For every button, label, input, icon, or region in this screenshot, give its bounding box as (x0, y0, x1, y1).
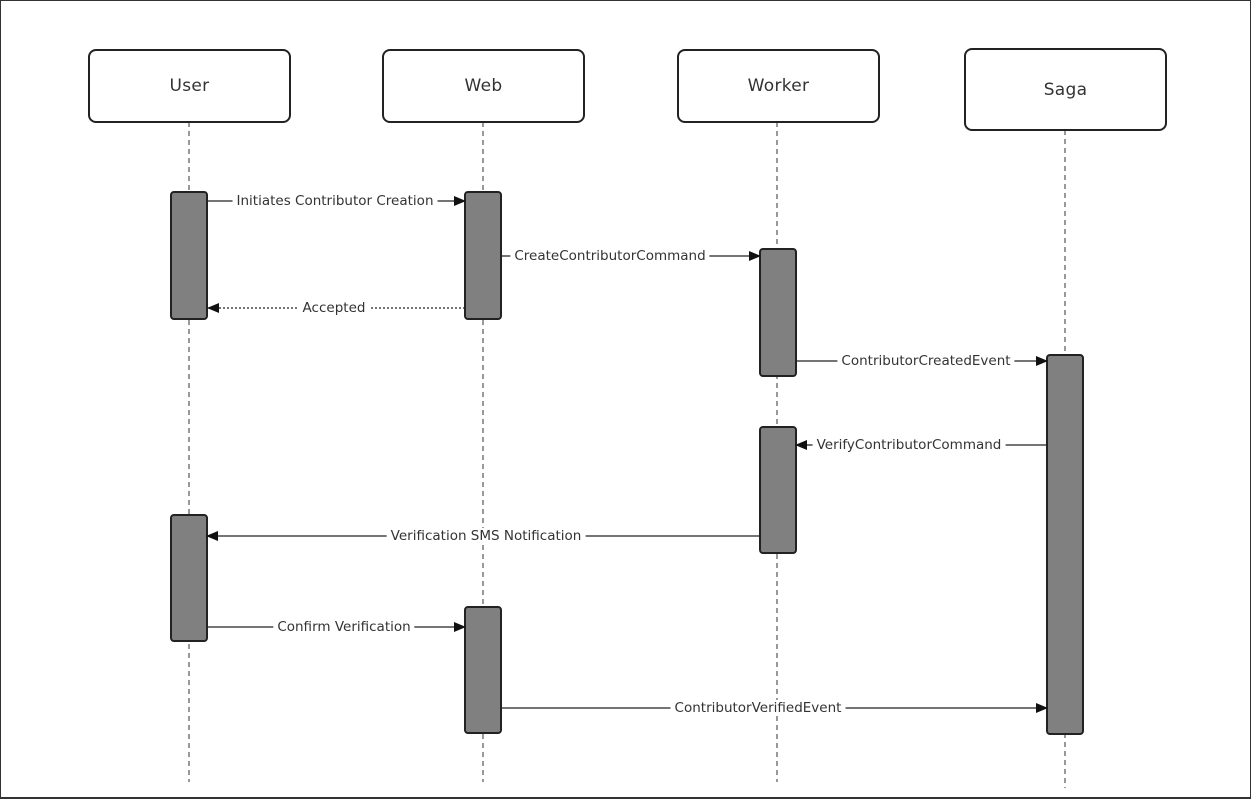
participant-web-label: Web (464, 76, 503, 96)
activation-user-1 (170, 191, 208, 320)
message-label-initiates: Initiates Contributor Creation (232, 193, 438, 209)
participant-user-label: User (169, 76, 210, 96)
activation-saga (1046, 354, 1084, 735)
participant-worker-label: Worker (747, 76, 810, 96)
participant-saga-label: Saga (1043, 79, 1088, 100)
message-label-accepted: Accepted (298, 300, 370, 316)
activation-web-2 (464, 606, 502, 734)
activation-worker-2 (759, 426, 797, 554)
activation-worker-1 (759, 248, 797, 377)
message-label-sms-notification: Verification SMS Notification (386, 528, 586, 544)
participant-web: Web (382, 49, 585, 123)
activation-web-1 (464, 191, 502, 320)
participant-user: User (88, 49, 291, 123)
message-label-confirm-verification: Confirm Verification (273, 619, 415, 635)
message-label-created-event: ContributorCreatedEvent (837, 353, 1015, 369)
activation-user-2 (170, 514, 208, 642)
message-label-verify-command: VerifyContributorCommand (812, 437, 1006, 453)
participant-worker: Worker (677, 49, 880, 123)
message-label-create-command: CreateContributorCommand (510, 248, 710, 264)
participant-saga: Saga (964, 48, 1167, 131)
message-label-verified-event: ContributorVerifiedEvent (670, 700, 846, 716)
